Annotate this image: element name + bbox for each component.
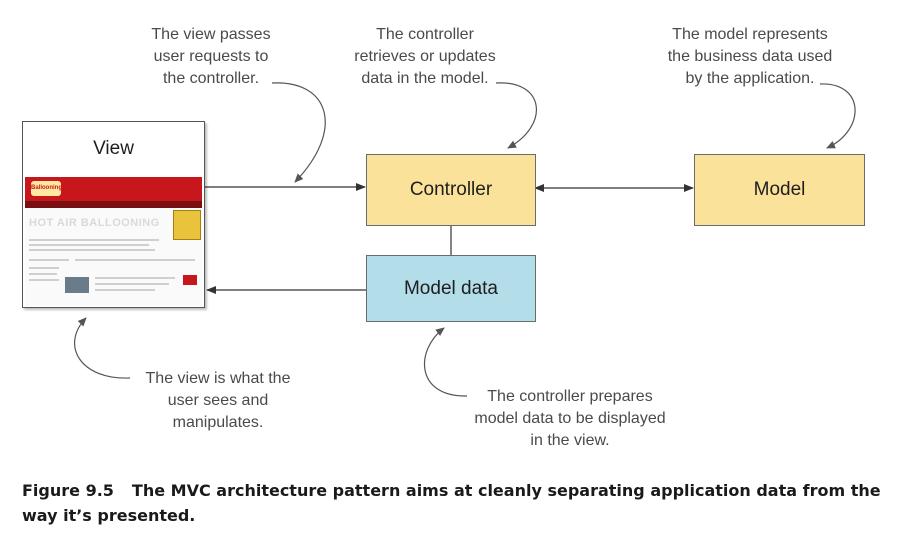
callout-view-passes xyxy=(271,82,326,183)
callout-model-represents xyxy=(819,83,856,149)
figure-number: Figure 9.5 xyxy=(22,481,114,500)
note-controller-prepares: The controller prepares model data to be… xyxy=(474,388,666,449)
site-product-image xyxy=(65,277,89,293)
callout-view-is xyxy=(74,317,131,379)
note-controller-retrieves: The controller retrieves or updates data… xyxy=(354,26,496,87)
site-nav-bar xyxy=(25,201,202,208)
view-label: View xyxy=(93,138,134,159)
website-thumbnail: Ballooning HOT AIR BALLOONING xyxy=(25,177,202,306)
site-text-line xyxy=(95,283,169,285)
site-text-line xyxy=(29,259,69,261)
site-text-line xyxy=(29,267,59,269)
controller-box: Controller xyxy=(366,154,536,226)
site-text-line xyxy=(75,259,195,261)
callout-controller-prepares xyxy=(423,327,468,397)
controller-label: Controller xyxy=(409,179,493,200)
site-logo: Ballooning xyxy=(31,181,62,196)
site-text-line xyxy=(29,244,149,246)
note-view-passes: The view passes user requests to the con… xyxy=(151,26,271,87)
view-box: View Ballooning HOT AIR BALLOONING xyxy=(22,121,205,308)
model-data-label: Model data xyxy=(403,277,498,299)
site-text-line xyxy=(29,279,59,281)
note-view-is: The view is what the user sees and manip… xyxy=(145,370,291,431)
diagram-lines xyxy=(74,82,856,397)
note-model-represents: The model represents the business data u… xyxy=(667,26,833,87)
site-heading: HOT AIR BALLOONING xyxy=(29,217,160,229)
site-text-line xyxy=(29,239,159,241)
site-text-line xyxy=(95,277,175,279)
callout-controller-retrieves xyxy=(495,82,537,149)
figure-caption-text: The MVC architecture pattern aims at cle… xyxy=(22,481,881,525)
site-balloon-image xyxy=(173,210,201,240)
site-text-line xyxy=(29,249,155,251)
site-text-line xyxy=(29,273,57,275)
model-box: Model xyxy=(694,154,865,226)
model-data-box: Model data xyxy=(366,255,536,322)
model-label: Model xyxy=(753,179,806,200)
site-price-badge xyxy=(183,275,197,285)
site-text-line xyxy=(95,289,155,291)
